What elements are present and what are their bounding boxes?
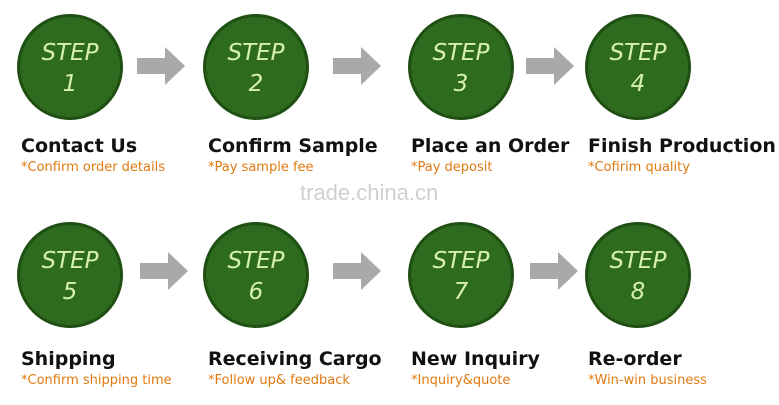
step-5-title: Shipping [21,348,116,370]
step-3-note: *Pay deposit [411,160,493,175]
step-8-note: *Win-win business [588,373,707,388]
step-5-label: STEP [41,248,99,274]
step-6-label: STEP [227,248,285,274]
step-5-circle: STEP 5 [17,222,123,328]
step-8-number: 8 [630,279,646,305]
step-3-title: Place an Order [411,135,570,157]
step-3-number: 3 [453,71,469,97]
step-7-circle: STEP 7 [408,222,514,328]
step-2-label: STEP [227,40,285,66]
step-4-circle: STEP 4 [585,14,691,120]
step-7-label: STEP [432,248,490,274]
step-4-number: 4 [630,71,646,97]
step-6-note: *Follow up& feedback [208,373,350,388]
step-2-number: 2 [248,71,264,97]
step-6-number: 6 [248,279,264,305]
step-1-number: 1 [62,71,78,97]
step-5-number: 5 [62,279,78,305]
step-4-title: Finish Production [588,135,776,157]
step-8-circle: STEP 8 [585,222,691,328]
step-3-label: STEP [432,40,490,66]
step-2-circle: STEP 2 [203,14,309,120]
step-7-note: *Inquiry&quote [411,373,511,388]
step-8-label: STEP [609,248,667,274]
step-4-note: *Cofirim quality [588,160,690,175]
arrow-right-icon [333,252,381,290]
step-1-label: STEP [41,40,99,66]
arrow-right-icon [333,47,381,85]
step-1-circle: STEP 1 [17,14,123,120]
watermark: trade.china.cn [300,180,439,205]
step-2-title: Confirm Sample [208,135,378,157]
step-6-title: Receiving Cargo [208,348,382,370]
step-3-circle: STEP 3 [408,14,514,120]
step-2-note: *Pay sample fee [208,160,314,175]
step-5-note: *Confirm shipping time [21,373,172,388]
arrow-right-icon [526,47,574,85]
arrow-right-icon [140,252,188,290]
step-1-note: *Confirm order details [21,160,165,175]
step-8-title: Re-order [588,348,682,370]
arrow-right-icon [530,252,578,290]
step-4-label: STEP [609,40,667,66]
arrow-right-icon [137,47,185,85]
step-7-number: 7 [453,279,469,305]
step-1-title: Contact Us [21,135,138,157]
step-6-circle: STEP 6 [203,222,309,328]
step-7-title: New Inquiry [411,348,540,370]
